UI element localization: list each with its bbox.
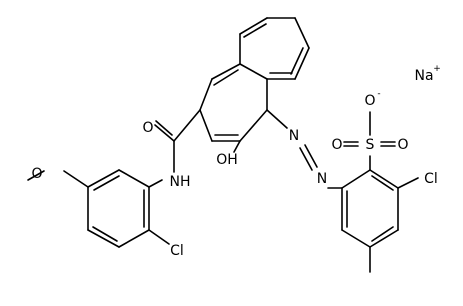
sulfonate-group [343,111,396,147]
sodium-label: Na [414,68,433,84]
chloro-methoxyphenyl-ring [27,169,170,248]
chlorine-right-label: Cl [424,171,438,187]
oxide-negative-charge: - [377,89,380,99]
sulfonated-benzene-ring [341,155,419,273]
methoxy-oxygen-label: O [31,166,42,182]
amide-group [148,109,201,188]
sodium-positive-charge: + [433,64,441,74]
naphthalene-lower-ring [199,63,268,142]
azo-linkage [233,109,343,189]
azo-nitrogen-2-label: N [317,171,327,187]
azo-nitrogen-1-label: N [289,128,299,144]
chlorine-bottom-label: Cl [170,243,184,259]
sulfonyl-oxygen-left-label: O [331,137,342,153]
sulfonate-oxide-oxygen-label: O [364,93,375,109]
naphthalene-upper-ring [239,17,310,80]
amide-nh-label: NH [170,174,191,190]
sulfur-label: S [366,137,375,153]
sulfonyl-oxygen-right-label: O [397,137,408,153]
hydroxyl-label: OH [216,152,238,168]
amide-oxygen-label: O [142,120,153,136]
